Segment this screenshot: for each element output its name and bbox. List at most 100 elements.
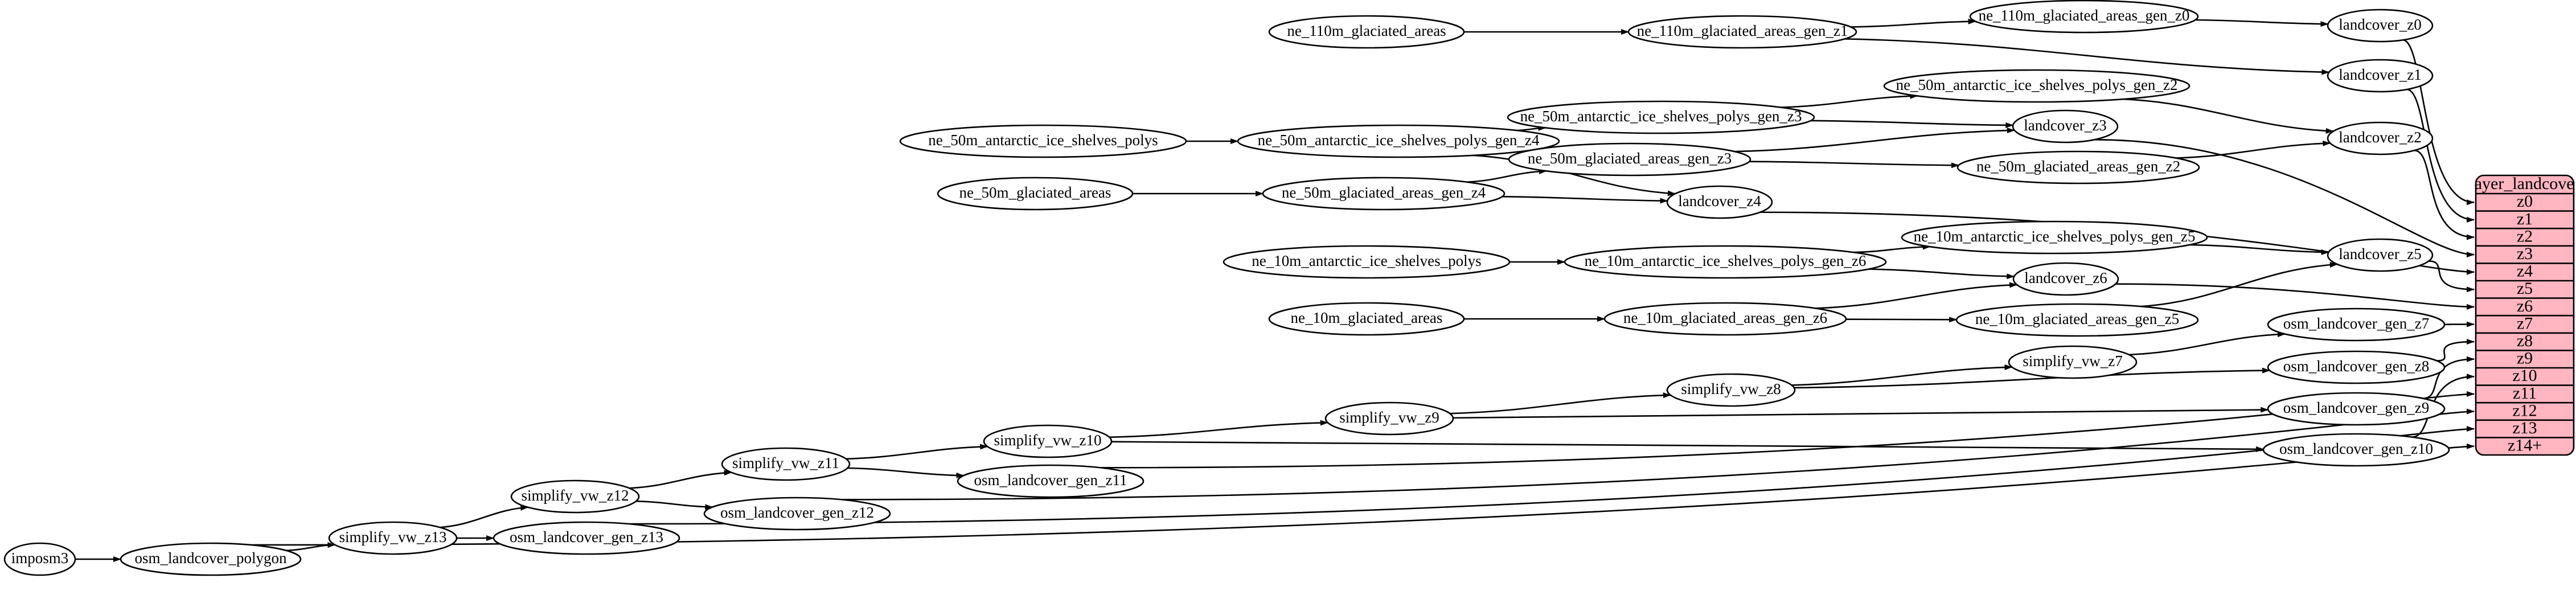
table-row-z3[interactable]: z3 [2517,244,2533,263]
node-landcover_z3[interactable]: landcover_z3 [2012,109,2119,143]
edge-osm_landcover_gen_z8--to--layer_landcover_z8 [2436,339,2475,362]
layer-landcover-table: layer_landcoverz0z1z2z3z4z5z6z7z8z9z10z1… [2475,174,2575,456]
node-ne_50m_antarctic_ice_shelves_polys_gen_z3[interactable]: ne_50m_antarctic_ice_shelves_polys_gen_z… [1507,100,1815,134]
edge-landcover_z0--to--layer_landcover_z0 [2402,39,2475,206]
node-osm_landcover_gen_z7[interactable]: osm_landcover_gen_z7 [2267,307,2446,342]
node-osm_landcover_gen_z10[interactable]: osm_landcover_gen_z10 [2262,433,2450,467]
node-label: ne_50m_antarctic_ice_shelves_polys [928,132,1158,149]
node-ne_10m_antarctic_ice_shelves_polys[interactable]: ne_10m_antarctic_ice_shelves_polys [1223,245,1511,279]
node-landcover_z0[interactable]: landcover_z0 [2327,9,2434,43]
node-ne_10m_antarctic_ice_shelves_polys_gen_z5[interactable]: ne_10m_antarctic_ice_shelves_polys_gen_z… [1901,220,2208,255]
edge-ne_50m_glaciated_areas_gen_z3--to--landcover_z3 [1734,128,2015,153]
node-ne_50m_antarctic_ice_shelves_polys_gen_z4[interactable]: ne_50m_antarctic_ice_shelves_polys_gen_z… [1237,124,1560,158]
table-row-z13[interactable]: z13 [2512,419,2537,437]
table-row-z5[interactable]: z5 [2517,279,2533,298]
node-ne_50m_glaciated_areas[interactable]: ne_50m_glaciated_areas [937,177,1134,211]
edge-simplify_vw_z11--to--osm_landcover_gen_z11 [847,467,965,478]
node-landcover_z2[interactable]: landcover_z2 [2327,121,2434,155]
table-row-z9[interactable]: z9 [2517,349,2533,368]
node-label: osm_landcover_gen_z13 [510,528,663,546]
node-simplify_vw_z9[interactable]: simplify_vw_z9 [1324,401,1454,436]
edge-simplify_vw_z7--to--osm_landcover_gen_z7 [2128,331,2286,356]
table-row-z12[interactable]: z12 [2512,401,2537,420]
node-osm_landcover_gen_z8[interactable]: osm_landcover_gen_z8 [2267,350,2446,384]
node-label: simplify_vw_z8 [1681,380,1781,397]
table-row-z14plus[interactable]: z14+ [2508,436,2542,455]
node-osm_landcover_gen_z12[interactable]: osm_landcover_gen_z12 [703,497,891,531]
node-label: ne_50m_glaciated_areas_gen_z2 [1976,158,2180,175]
table-row-z2[interactable]: z2 [2517,227,2533,245]
edge-simplify_vw_z8--to--simplify_vw_z7 [1791,364,2013,386]
node-label: ne_110m_glaciated_areas_gen_z1 [1637,22,1848,39]
edge-ne_50m_glaciated_areas_gen_z4--to--ne_50m_glaciated_areas_gen_z3 [1467,168,1547,183]
edge-osm_landcover_gen_z9--to--layer_landcover_z9 [2422,356,2475,399]
node-label: landcover_z3 [2024,117,2106,134]
node-label: landcover_z5 [2339,245,2421,263]
node-osm_landcover_polygon[interactable]: osm_landcover_polygon [120,542,302,576]
node-simplify_vw_z12[interactable]: simplify_vw_z12 [510,479,640,514]
edge-ne_10m_glaciated_areas_gen_z5--to--landcover_z5 [2140,261,2338,307]
node-ne_50m_antarctic_ice_shelves_polys[interactable]: ne_50m_antarctic_ice_shelves_polys [899,124,1187,158]
table-row-z7[interactable]: z7 [2517,314,2533,333]
node-landcover_z5[interactable]: landcover_z5 [2327,238,2434,272]
node-imposm3[interactable]: imposm3 [3,542,76,576]
node-label: ne_10m_glaciated_areas_gen_z6 [1623,309,1827,326]
node-label: ne_50m_glaciated_areas_gen_z4 [1282,184,1486,201]
edge-simplify_vw_z10--to--osm_landcover_gen_z10 [1111,441,2265,452]
node-label: ne_10m_antarctic_ice_shelves_polys_gen_z… [1585,252,1867,269]
node-ne_50m_glaciated_areas_gen_z4[interactable]: ne_50m_glaciated_areas_gen_z4 [1262,177,1506,211]
node-label: simplify_vw_z11 [732,454,839,471]
node-landcover_z6[interactable]: landcover_z6 [2012,262,2119,296]
table-row-z8[interactable]: z8 [2517,331,2533,350]
edge-simplify_vw_z13--to--simplify_vw_z12 [440,505,529,528]
node-label: ne_10m_antarctic_ice_shelves_polys_gen_z… [1914,228,2196,245]
edge-landcover_z5--to--layer_landcover_z5 [2429,260,2475,293]
edge-ne_110m_glaciated_areas_gen_z0--to--landcover_z0 [2195,19,2329,27]
node-ne_10m_antarctic_ice_shelves_polys_gen_z6[interactable]: ne_10m_antarctic_ice_shelves_polys_gen_z… [1564,245,1887,279]
node-label: simplify_vw_z9 [1339,409,1439,426]
node-ne_50m_glaciated_areas_gen_z3[interactable]: ne_50m_glaciated_areas_gen_z3 [1508,142,1751,177]
edge-ne_10m_antarctic_ice_shelves_polys_gen_z6--to--landcover_z6 [1868,268,2015,280]
table-row-z0[interactable]: z0 [2517,192,2533,211]
node-ne_50m_antarctic_ice_shelves_polys_gen_z2[interactable]: ne_50m_antarctic_ice_shelves_polys_gen_z… [1883,69,2191,103]
node-label: osm_landcover_gen_z7 [2283,315,2429,332]
node-simplify_vw_z13[interactable]: simplify_vw_z13 [328,521,458,555]
node-label: ne_50m_antarctic_ice_shelves_polys_gen_z… [1258,132,1540,149]
node-ne_10m_glaciated_areas_gen_z5[interactable]: ne_10m_glaciated_areas_gen_z5 [1955,303,2199,337]
node-landcover_z1[interactable]: landcover_z1 [2327,59,2434,93]
node-ne_10m_glaciated_areas_gen_z6[interactable]: ne_10m_glaciated_areas_gen_z6 [1603,302,1847,336]
node-osm_landcover_gen_z11[interactable]: osm_landcover_gen_z11 [957,464,1145,498]
node-label: simplify_vw_z12 [522,487,629,504]
table-row-z10[interactable]: z10 [2512,366,2537,385]
node-label: ne_50m_antarctic_ice_shelves_polys_gen_z… [1520,108,1802,125]
node-label: ne_50m_antarctic_ice_shelves_polys_gen_z… [1896,76,2178,93]
node-simplify_vw_z7[interactable]: simplify_vw_z7 [2008,345,2138,379]
edge-ne_10m_antarctic_ice_shelves_polys_gen_z5--to--landcover_z5 [2189,244,2329,255]
node-ne_50m_glaciated_areas_gen_z2[interactable]: ne_50m_glaciated_areas_gen_z2 [1956,150,2200,184]
node-label: simplify_vw_z13 [339,528,447,546]
table-row-z6[interactable]: z6 [2517,297,2533,315]
node-ne_110m_glaciated_areas_gen_z1[interactable]: ne_110m_glaciated_areas_gen_z1 [1627,15,1857,49]
edge-ne_50m_antarctic_ice_shelves_polys_gen_z4--to--landcover_z4 [1472,154,1676,196]
node-simplify_vw_z10[interactable]: simplify_vw_z10 [983,424,1113,458]
node-ne_110m_glaciated_areas_gen_z0[interactable]: ne_110m_glaciated_areas_gen_z0 [1969,0,2199,34]
node-landcover_z4[interactable]: landcover_z4 [1666,185,1773,219]
table-row-z1[interactable]: z1 [2517,210,2533,228]
node-ne_10m_glaciated_areas[interactable]: ne_10m_glaciated_areas [1268,302,1465,336]
node-label: landcover_z1 [2339,66,2421,83]
node-label: osm_landcover_gen_z8 [2283,358,2429,375]
node-osm_landcover_gen_z9[interactable]: osm_landcover_gen_z9 [2267,392,2446,426]
table-row-z4[interactable]: z4 [2517,262,2533,281]
node-label: osm_landcover_gen_z9 [2283,399,2429,416]
node-simplify_vw_z8[interactable]: simplify_vw_z8 [1666,373,1796,407]
node-simplify_vw_z11[interactable]: simplify_vw_z11 [721,447,851,481]
table-row-z11[interactable]: z11 [2513,384,2537,403]
edge-landcover_z2--to--layer_landcover_z2 [2414,149,2475,240]
node-ne_110m_glaciated_areas[interactable]: ne_110m_glaciated_areas [1268,15,1465,49]
edge-ne_50m_antarctic_ice_shelves_polys_gen_z3--to--ne_50m_antarctic_ice_shelves_polys_gen_z2 [1780,93,1918,108]
edge-ne_10m_glaciated_areas_gen_z6--to--ne_10m_glaciated_areas_gen_z5 [1845,317,1958,323]
node-osm_landcover_gen_z13[interactable]: osm_landcover_gen_z13 [493,521,680,555]
edge-layer [75,18,2475,562]
